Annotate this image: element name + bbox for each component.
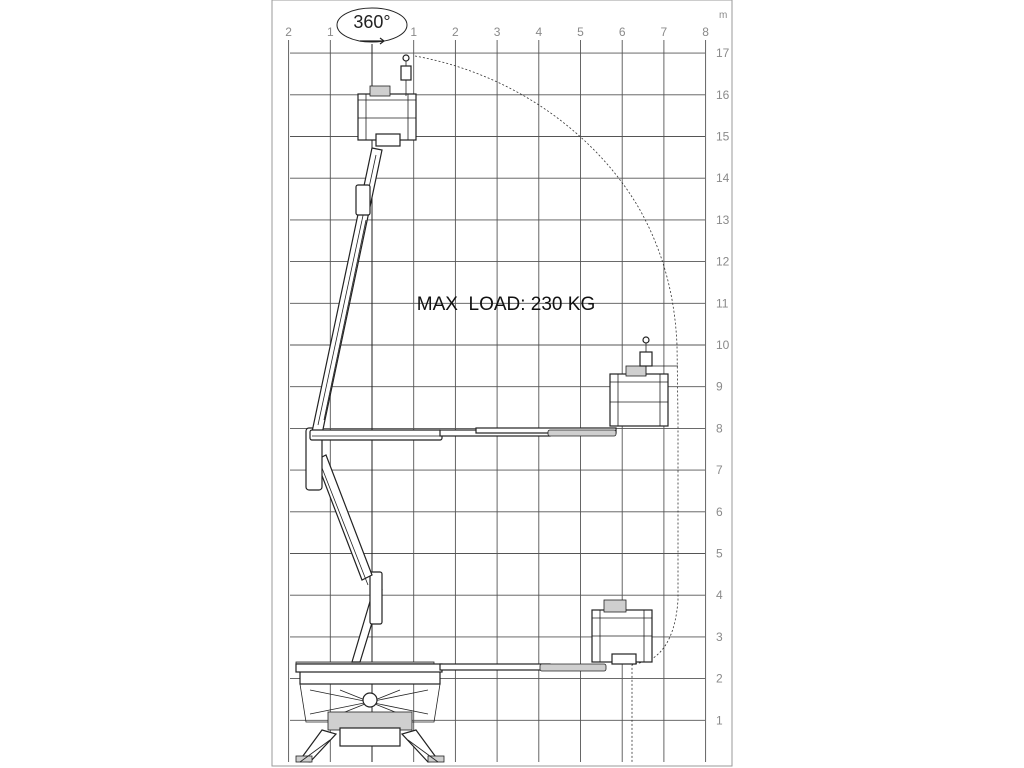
y-tick-label: 7 xyxy=(716,463,723,477)
y-tick-label: 5 xyxy=(716,547,723,561)
y-tick-label: 16 xyxy=(716,88,730,102)
y-tick-label: 8 xyxy=(716,421,723,435)
y-tick-label: 4 xyxy=(716,588,723,602)
boom-max-height xyxy=(305,54,417,663)
y-tick-label: 6 xyxy=(716,505,723,519)
x-tick-label: 4 xyxy=(535,25,542,39)
rotation-arrow xyxy=(360,37,385,45)
rotation-ellipse xyxy=(336,7,408,43)
boom-low-reach xyxy=(295,599,653,673)
y-tick-label: 9 xyxy=(716,380,723,394)
x-tick-label: 2 xyxy=(452,25,459,39)
y-tick-label: 3 xyxy=(716,630,723,644)
y-tick-label: 10 xyxy=(716,338,730,352)
unit-label: m xyxy=(719,10,727,21)
y-tick-label: 15 xyxy=(716,130,730,144)
x-tick-label: 6 xyxy=(619,25,626,39)
y-tick-label: 11 xyxy=(716,296,729,310)
y-tick-label: 12 xyxy=(716,255,730,269)
x-tick-label: 8 xyxy=(702,25,709,39)
x-tick-label: 2 xyxy=(285,25,292,39)
working-envelope-curve xyxy=(414,55,679,762)
x-tick-label: 3 xyxy=(494,25,501,39)
lift-base xyxy=(295,661,445,763)
y-tick-label: 1 xyxy=(716,713,723,727)
rotation-label: 360° xyxy=(353,12,390,32)
boom-max-outreach xyxy=(309,336,678,441)
y-tick-label: 2 xyxy=(716,672,723,686)
max-load-label: MAX LOAD: 230 KG xyxy=(417,294,595,315)
y-tick-label: 13 xyxy=(716,213,730,227)
x-tick-label: 7 xyxy=(661,25,668,39)
y-tick-label: 14 xyxy=(716,171,730,185)
x-tick-label: 1 xyxy=(327,25,334,39)
diagram-frame xyxy=(271,0,733,767)
x-tick-label: 5 xyxy=(577,25,584,39)
y-tick-label: 17 xyxy=(716,46,730,60)
x-tick-label: 1 xyxy=(410,25,417,39)
x-axis-ticks: 2 1 1 2 3 4 5 6 7 8 xyxy=(285,25,709,39)
